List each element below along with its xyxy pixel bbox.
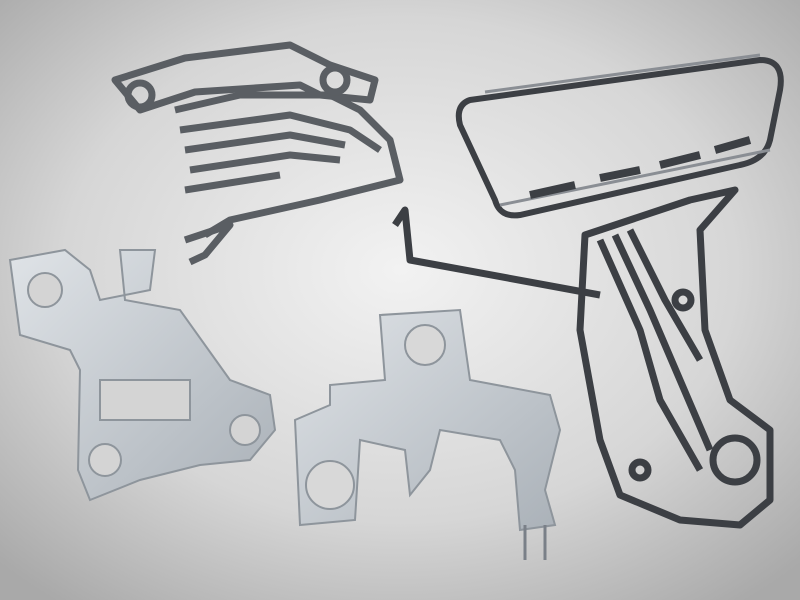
left-silver-part: [8, 248, 277, 502]
top-left-dark-part: [111, 41, 404, 266]
top-right-dark-frame: [455, 53, 784, 219]
right-dark-part: [392, 186, 774, 529]
center-silver-part: [293, 308, 562, 560]
